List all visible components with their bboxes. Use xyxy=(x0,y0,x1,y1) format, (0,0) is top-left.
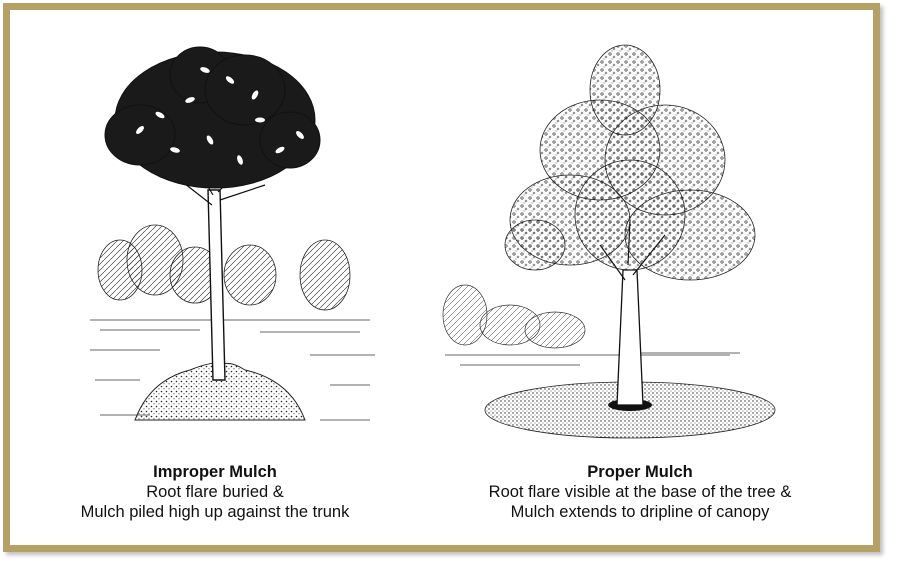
trunk xyxy=(208,190,225,380)
background-shrubs xyxy=(98,225,350,310)
improper-mulch-illustration xyxy=(80,20,380,450)
proper-mulch-line2: Mulch extends to dripline of canopy xyxy=(430,502,850,522)
light-canopy xyxy=(505,45,755,280)
improper-mulch-title: Improper Mulch xyxy=(30,462,400,482)
improper-mulch-caption: Improper Mulch Root flare buried & Mulch… xyxy=(30,462,400,522)
improper-mulch-line2: Mulch piled high up against the trunk xyxy=(30,502,400,522)
proper-mulch-illustration xyxy=(440,20,780,440)
dark-canopy xyxy=(105,47,320,188)
proper-mulch-title: Proper Mulch xyxy=(430,462,850,482)
improper-mulch-line1: Root flare buried & xyxy=(30,482,400,502)
proper-mulch-caption: Proper Mulch Root flare visible at the b… xyxy=(430,462,850,522)
proper-mulch-line1: Root flare visible at the base of the tr… xyxy=(430,482,850,502)
ground-lines xyxy=(445,353,740,365)
trunk xyxy=(617,270,643,405)
background-shrubs xyxy=(443,285,585,348)
